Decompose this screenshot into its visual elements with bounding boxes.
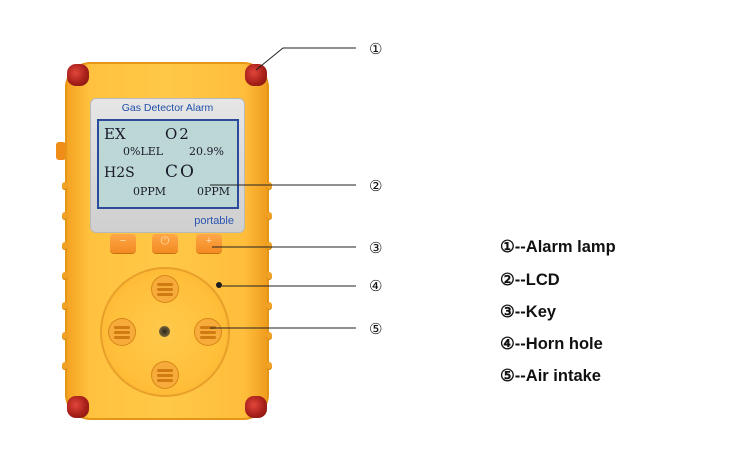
power-key[interactable]: ⏻ [152,234,178,253]
grip-ridge [62,182,68,190]
lcd-o2-value: 20.9% [189,145,224,158]
grip-ridge [266,212,272,220]
vent-right [194,318,222,346]
lcd-display: EX O2 0%LEL 20.9% H2S CO 0PPM 0PPM [97,119,239,209]
lcd-h2s-value: 0PPM [133,185,167,198]
grip-ridge [62,212,68,220]
grip-ridge [266,272,272,280]
vent-bottom [151,361,179,389]
callout-number-2: ② [369,177,383,195]
grip-ridge [266,302,272,310]
left-key[interactable]: − [110,234,136,253]
legend-key: ③--Key [500,303,557,321]
lcd-co-label: CO [165,162,196,182]
right-key[interactable]: + [196,234,222,253]
callout-number-4: ④ [369,277,383,295]
lcd-o2-label: O2 [165,125,191,143]
alarm-lamp-bottom-left [67,396,89,418]
grip-ridge [62,332,68,340]
sensor-hole [159,326,170,337]
alarm-lamp-top-right [245,64,267,86]
grip-ridge [266,332,272,340]
callout-number-3: ③ [369,239,383,257]
horn-hole [216,282,222,288]
grip-ridge [62,272,68,280]
alarm-lamp-bottom-right [245,396,267,418]
legend-alarm-lamp: ①--Alarm lamp [500,238,616,256]
lcd-lel-value: 0%LEL [123,145,164,158]
lcd-h2s-label: H2S [104,165,135,181]
grip-ridge [62,242,68,250]
screen-title: Gas Detector Alarm [121,102,214,114]
grip-ridge [266,182,272,190]
vent-top [151,275,179,303]
screen-bezel: Gas Detector Alarm EX O2 0%LEL 20.9% H2S… [90,98,245,233]
callout-number-1: ① [369,40,383,58]
grip-ridge [62,362,68,370]
side-clip [56,142,66,160]
grip-ridge [62,302,68,310]
callout-number-5: ⑤ [369,320,383,338]
brand-label: portable [194,215,234,227]
callout-line-1 [255,47,356,71]
lcd-ex-label: EX [104,125,126,143]
minus-key-icon: − [119,235,127,247]
lcd-co-value: 0PPM [197,185,231,198]
power-key-icon: ⏻ [160,235,170,247]
plus-key-icon: + [205,235,213,247]
legend-horn-hole: ④--Horn hole [500,335,603,353]
grip-ridge [266,242,272,250]
grip-ridge [266,362,272,370]
legend-air-intake: ⑤--Air intake [500,367,601,385]
legend-lcd: ②--LCD [500,271,560,289]
alarm-lamp-top-left [67,64,89,86]
vent-left [108,318,136,346]
